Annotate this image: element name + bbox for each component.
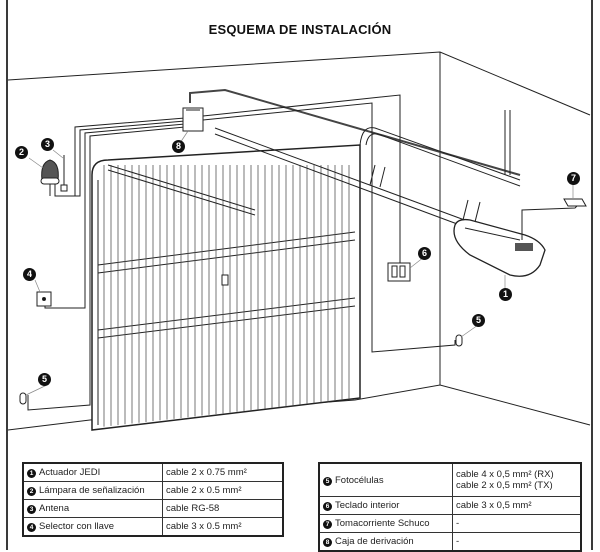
callout-1: 1: [499, 288, 512, 301]
number-badge-icon: 3: [27, 505, 36, 514]
diagram-title: ESQUEMA DE INSTALACIÓN: [208, 22, 392, 37]
component-name: Antena: [39, 503, 70, 514]
interior-keypad: [387, 262, 411, 282]
number-badge-icon: 5: [323, 476, 332, 486]
cable-spec: cable 2 x 0.5 mm²: [166, 485, 242, 496]
cable-spec: -: [456, 518, 460, 529]
actuator-jedi: [369, 164, 546, 277]
callout-7: 7: [567, 172, 580, 185]
antenna: [60, 155, 68, 192]
component-name: Teclado interior: [335, 500, 400, 511]
photocell-right: [455, 334, 463, 347]
warning-lamp: [40, 159, 60, 196]
cable-spec: cable 3 x 0,5 mm²: [456, 500, 532, 511]
component-name: Tomacorriente Schuco: [335, 518, 430, 529]
cable-spec: -: [456, 536, 460, 547]
number-badge-icon: 2: [27, 487, 36, 496]
component-name: Fotocélulas: [335, 474, 384, 486]
component-name: Actuador JEDI: [39, 467, 101, 478]
component-name: Lámpara de señalización: [39, 485, 145, 496]
component-name: Selector con llave: [39, 521, 114, 532]
page-border-right: [591, 0, 593, 550]
component-name: Caja de derivación: [335, 536, 414, 547]
power-cable: [521, 198, 587, 240]
number-badge-icon: 6: [323, 502, 332, 511]
room-outline: [7, 51, 591, 431]
callout-4: 4: [23, 268, 36, 281]
cable-spec: cable 2 x 0.75 mm²: [166, 467, 247, 478]
page-border-left: [6, 0, 8, 550]
callout-5-right: 5: [472, 314, 485, 327]
number-badge-icon: 1: [27, 469, 36, 478]
number-badge-icon: 8: [323, 538, 332, 547]
callout-6: 6: [418, 247, 431, 260]
callout-2: 2: [15, 146, 28, 159]
number-badge-icon: 4: [27, 523, 36, 532]
garage-door: [91, 144, 361, 431]
callout-5-left: 5: [38, 373, 51, 386]
photocell-left: [19, 392, 27, 405]
cable-spec: cable 4 x 0,5 mm² (RX): [456, 469, 554, 480]
installation-diagram: [7, 51, 591, 431]
door-rail: [107, 110, 521, 229]
cable-spec: cable 3 x 0.5 mm²: [166, 521, 242, 532]
key-selector: [36, 291, 52, 307]
cable-spec-secondary: cable 2 x 0,5 mm² (TX): [456, 480, 553, 491]
callout-3: 3: [41, 138, 54, 151]
callout-8: 8: [172, 140, 185, 153]
cable-spec: cable RG-58: [166, 503, 220, 514]
wall-cables-right: [202, 94, 456, 353]
number-badge-icon: 7: [323, 520, 332, 529]
junction-box: [182, 107, 204, 132]
